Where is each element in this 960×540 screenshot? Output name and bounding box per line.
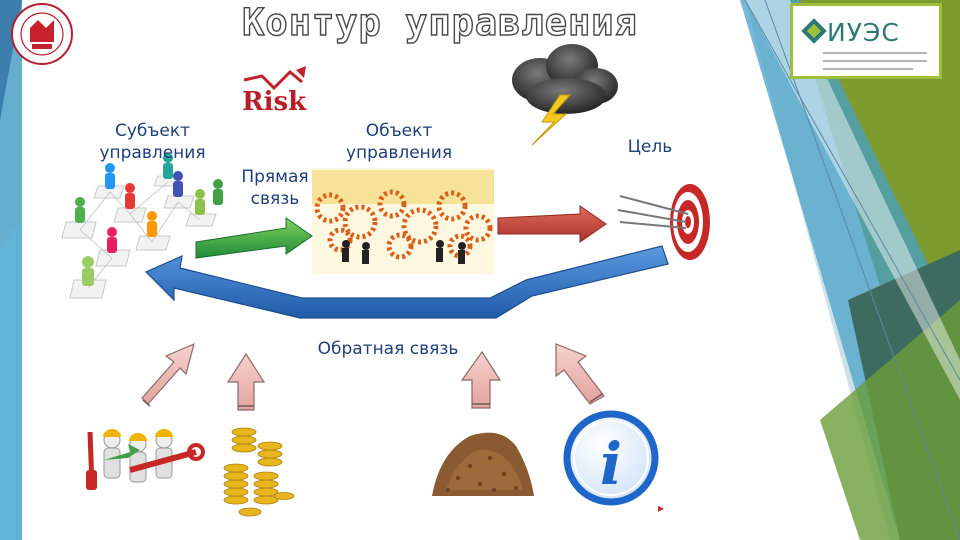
feedback-arrow [144, 245, 669, 319]
thundercloud-icon [512, 44, 618, 146]
iues-logo-mark-icon [801, 18, 827, 44]
logo-line-2 [823, 60, 927, 62]
input-arrow-3 [460, 350, 502, 409]
workers-icon [86, 429, 205, 490]
iues-logo-text: ИУЭС [827, 18, 900, 47]
goal-arrow [497, 205, 607, 243]
info-icon: i [563, 410, 659, 506]
direct-link-arrow [195, 217, 313, 259]
right-decoration [740, 0, 960, 540]
target-icon [617, 184, 710, 260]
gears-icon [312, 168, 494, 274]
input-arrow-1 [141, 342, 195, 405]
input-arrow-4 [555, 343, 605, 405]
people-network-icon [61, 153, 223, 299]
risk-text: Risk [242, 87, 307, 117]
stray-mark: ▸ [658, 501, 664, 515]
info-letter: i [600, 430, 622, 498]
label-subject: Субъект управления [99, 121, 206, 163]
input-arrow-2 [226, 352, 266, 411]
coins-icon [223, 427, 295, 517]
logo-line-3 [823, 68, 913, 70]
university-logo [11, 3, 73, 65]
logo-line-1 [823, 52, 927, 54]
risk-sign-icon: Risk [236, 62, 308, 117]
slide-title: Контур управления [241, 0, 638, 44]
label-goal: Цель [627, 137, 673, 157]
soil-pile-icon [432, 432, 534, 496]
left-decoration [0, 0, 22, 540]
label-direct-link: Прямая связь [241, 167, 309, 209]
label-feedback: Обратная связь [317, 339, 459, 359]
label-object: Объект управления [345, 121, 453, 163]
iues-logo: ИУЭС [790, 3, 942, 79]
